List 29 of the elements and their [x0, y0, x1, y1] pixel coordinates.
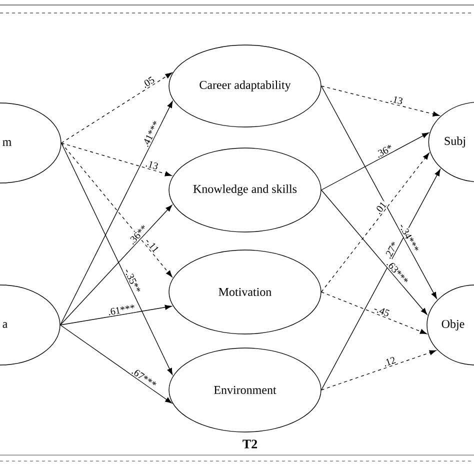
- path-arrow: [61, 142, 172, 176]
- path-arrow: [321, 190, 428, 315]
- coefficient-label: -.45: [372, 304, 392, 318]
- path-arrow: [60, 304, 172, 326]
- path-arrow: [321, 132, 429, 190]
- path-arrow: [60, 324, 172, 404]
- path-arrow: [321, 169, 440, 390]
- coefficient-label: .27*: [382, 240, 400, 261]
- coefficient-label: -.11: [143, 236, 161, 255]
- coefficient-label: .01: [372, 199, 388, 216]
- coefficient-label: .12: [381, 355, 398, 368]
- path-arrow: [321, 86, 440, 116]
- path-arrow: [321, 292, 427, 334]
- coefficient-label: .61***: [106, 303, 137, 317]
- path-arrow: [61, 72, 172, 144]
- coefficient-label: .67***: [130, 366, 159, 390]
- path-arrow: [321, 350, 436, 390]
- path-arrow: [321, 86, 437, 299]
- path-arrow: [61, 142, 173, 375]
- path-arrow: [61, 142, 172, 278]
- path-arrow: [60, 101, 173, 326]
- coefficient-label: .13: [144, 158, 160, 172]
- coefficient-label: .41***: [140, 118, 162, 149]
- coefficient-label: .05: [140, 74, 157, 90]
- coefficient-label: -.35**: [122, 266, 143, 296]
- path-arrow: [60, 204, 172, 326]
- coefficient-label: .13: [388, 94, 405, 106]
- path-arrow: [321, 152, 430, 292]
- coefficient-label: .36*: [374, 142, 395, 160]
